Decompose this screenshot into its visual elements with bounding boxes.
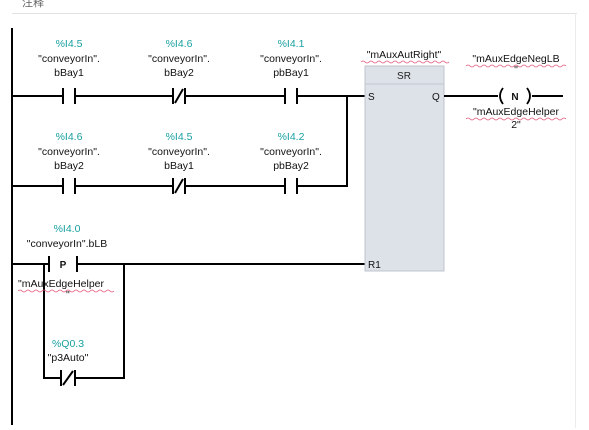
coil-tag: "mAuxEdgeNegLB [472, 53, 559, 65]
spell-squiggle [17, 289, 115, 293]
edge-helper-tag-end: " [66, 289, 70, 301]
contact-tag: "conveyorIn". [260, 146, 322, 158]
contact-tag: "conveyorIn". [148, 53, 210, 65]
spell-squiggle [465, 117, 567, 121]
comment-label: 注释 [22, 0, 44, 9]
sr-pin-r1: R1 [368, 260, 381, 271]
contact-address: %I4.1 [278, 38, 305, 50]
sr-pin-s: S [368, 92, 375, 103]
rung-2-contact-2[interactable]: %I4.5 "conveyorIn". bBay1 [148, 131, 210, 194]
contact-tag: "conveyorIn". [38, 146, 100, 158]
rung-2-contact-3[interactable]: %I4.2 "conveyorIn". pbBay2 [260, 131, 322, 194]
contact-tag: "conveyorIn".bLB [27, 238, 107, 250]
reset-branch-wires [12, 263, 365, 379]
contact-tag: "conveyorIn". [260, 53, 322, 65]
coil-tag-end: " [514, 64, 518, 76]
sr-block-title: SR [397, 71, 411, 82]
contact-tag-member: bBay2 [54, 160, 84, 172]
network-frame-top [12, 13, 577, 14]
sr-function-block[interactable]: "mAuxAutRight" SR S Q R1 [360, 49, 450, 272]
edge-helper-tag: "mAuxEdgeHelper [18, 278, 105, 290]
contact-tag: "conveyorIn". [38, 53, 100, 65]
contact-tag: "conveyorIn". [148, 146, 210, 158]
sr-block-body [364, 65, 445, 272]
coil-symbol: N [511, 92, 518, 103]
network-frame-right [575, 13, 576, 428]
contact-tag-member: bBay1 [54, 67, 84, 79]
contact-tag-member: pbBay1 [273, 67, 309, 79]
auto-nc-contact[interactable]: %Q0.3 "p3Auto" [48, 338, 89, 386]
rung-2-contact-1[interactable]: %I4.6 "conveyorIn". bBay2 [38, 131, 100, 194]
rung-1-contact-3[interactable]: %I4.1 "conveyorIn". pbBay1 [260, 38, 322, 104]
sr-pin-q: Q [432, 92, 440, 103]
contact-address: %I4.6 [166, 38, 193, 50]
coil-helper-tag-end: 2" [511, 119, 521, 131]
coil-helper-tag: "mAuxEdgeHelper [473, 106, 560, 118]
contact-address: %I4.0 [54, 223, 81, 235]
rung-1-contact-2[interactable]: %I4.6 "conveyorIn". bBay2 [148, 38, 210, 104]
contact-tag-member: bBay1 [164, 160, 194, 172]
contact-tag-member: pbBay2 [273, 160, 309, 172]
sr-instance-tag: "mAuxAutRight" [367, 49, 442, 61]
edge-symbol: P [60, 260, 67, 271]
positive-edge-contact[interactable]: P %I4.0 "conveyorIn".bLB "mAuxEdgeHelper… [17, 223, 115, 301]
contact-address: %Q0.3 [52, 338, 84, 350]
spell-squiggle [360, 60, 450, 64]
rung-2-wires [12, 96, 348, 187]
rung-1-contact-1[interactable]: %I4.5 "conveyorIn". bBay1 [38, 38, 100, 104]
contact-address: %I4.6 [56, 131, 83, 143]
negative-edge-coil[interactable]: "mAuxEdgeNegLB " N "mAuxEdgeHelper 2" [465, 53, 567, 131]
contact-address: %I4.5 [56, 38, 83, 50]
contact-tag-member: bBay2 [164, 67, 194, 79]
spell-squiggle [465, 64, 567, 68]
contact-tag: "p3Auto" [48, 352, 89, 364]
contact-address: %I4.5 [166, 131, 193, 143]
contact-address: %I4.2 [278, 131, 305, 143]
